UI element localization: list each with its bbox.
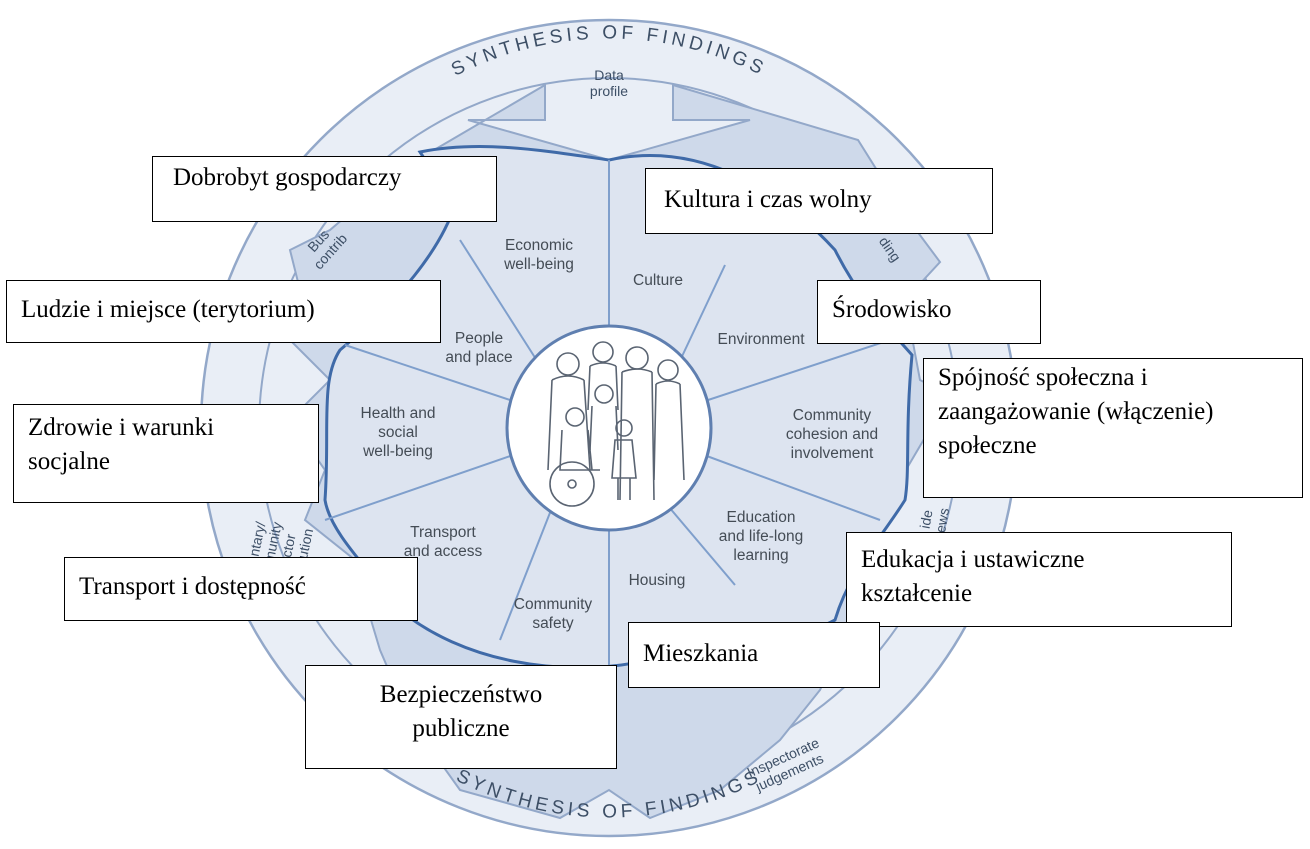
sector-label-community-cohesion-line: Community	[793, 407, 872, 424]
sector-dividers	[324, 160, 906, 665]
sector-label-economic-line: Economic	[505, 237, 573, 254]
sector-label-health: Health and social well-being	[361, 405, 436, 460]
sector-label-housing: Housing	[629, 572, 686, 589]
family-group-icon	[547, 341, 685, 507]
label-box-edukacja: Edukacja i ustawiczne kształcenie	[846, 532, 1232, 627]
sector-label-education-line: Education	[727, 509, 796, 526]
label-box-spojnosc: Spójność społeczna i zaangażowanie (włąc…	[923, 358, 1303, 498]
sector-label-community-cohesion: Community cohesion and involvement	[786, 407, 878, 462]
sector-label-community-cohesion-line: cohesion and	[786, 426, 878, 443]
sector-label-environment: Environment	[717, 331, 805, 348]
sector-label-health-line: Health and	[361, 405, 436, 422]
sector-label-education-line: and life-long	[719, 528, 803, 545]
sector-label-health-line: well-being	[362, 443, 433, 460]
sector-label-education: Education and life-long learning	[719, 509, 803, 564]
sector-label-community-safety-line: safety	[532, 615, 574, 632]
label-box-mieszkania: Mieszkania	[628, 622, 880, 688]
input-label-voluntary-sector-line: ntary/	[246, 520, 269, 558]
sector-label-environment-line: Environment	[717, 331, 805, 348]
input-label-data-profile-line: profile	[590, 83, 628, 99]
sector-label-economic-line: well-being	[503, 256, 574, 273]
sector-label-transport: Transport and access	[404, 524, 483, 560]
sector-label-culture: Culture	[633, 272, 683, 289]
sector-label-transport-line: Transport	[410, 524, 476, 541]
center-disc	[505, 324, 713, 532]
label-box-bezpieczenstwo: Bezpieczeństwo publiczne	[305, 665, 617, 769]
sector-label-community-safety-line: Community	[514, 596, 593, 613]
label-box-transport: Transport i dostępność	[64, 557, 418, 621]
sector-label-community-cohesion-line: involvement	[791, 445, 874, 462]
sector-label-culture-line: Culture	[633, 272, 683, 289]
label-box-dobrobyt: Dobrobyt gospodarczy	[152, 156, 497, 222]
label-box-kultura: Kultura i czas wolny	[645, 168, 993, 234]
sector-label-people-place-line: People	[455, 330, 503, 347]
input-label-resident-views-line: ide	[917, 508, 936, 529]
sector-label-education-line: learning	[733, 547, 788, 564]
sector-label-people-place: People and place	[445, 330, 512, 366]
input-label-voluntary-sector-line: ctor	[278, 532, 299, 558]
input-label-resident-views-line: iews	[932, 507, 953, 537]
sector-label-people-place-line: and place	[445, 349, 512, 366]
sector-label-health-line: social	[378, 424, 418, 441]
sector-label-community-safety: Community safety	[514, 596, 593, 632]
input-label-data-profile-line: Data	[594, 67, 624, 83]
sector-label-transport-line: and access	[404, 543, 483, 560]
sector-label-housing-line: Housing	[629, 572, 686, 589]
label-box-srodowisko: Środowisko	[817, 280, 1041, 344]
label-box-zdrowie: Zdrowie i warunki socjalne	[13, 404, 319, 503]
input-label-resident-views: ideiews	[916, 504, 952, 537]
sector-label-economic: Economic well-being	[503, 237, 574, 273]
label-box-ludzie: Ludzie i miejsce (terytorium)	[6, 280, 441, 343]
